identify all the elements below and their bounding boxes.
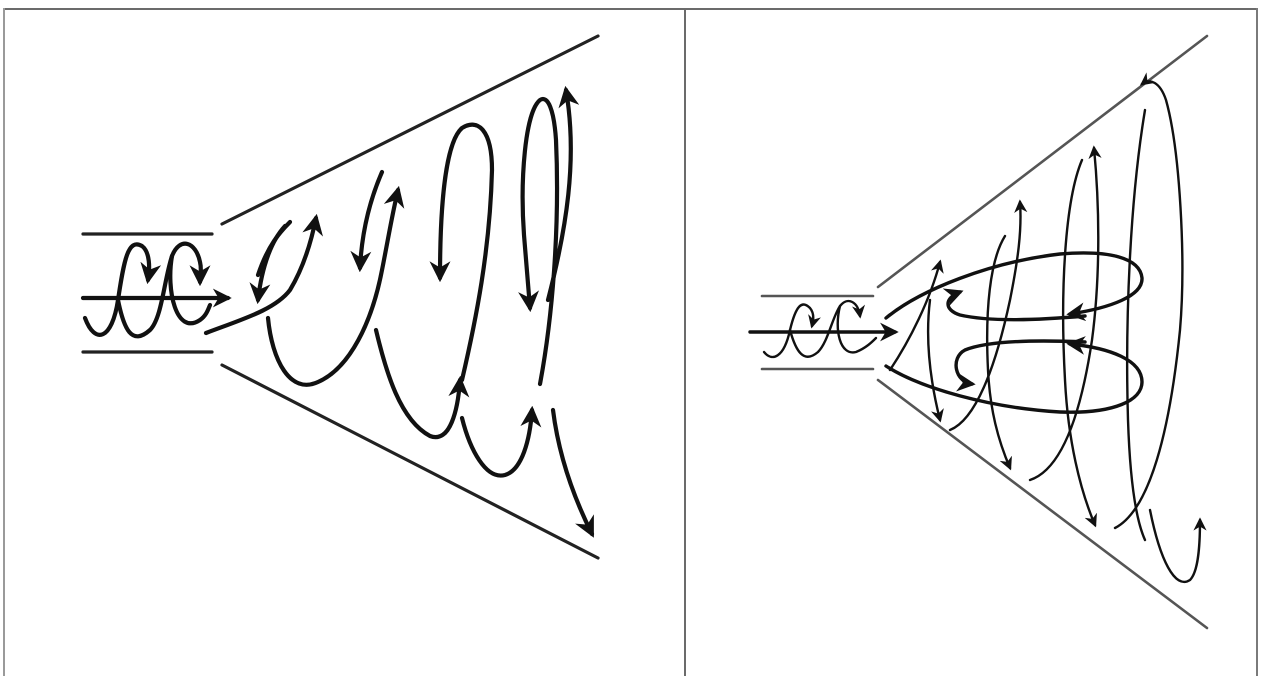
- swirl-1-back: [258, 222, 290, 275]
- inlet-helix-2: [790, 301, 860, 357]
- frame-right-border: [1256, 8, 1258, 676]
- swirl-3-up: [376, 330, 460, 437]
- swirl-final-down: [553, 410, 592, 534]
- diffuser-upper-wall: [222, 36, 598, 224]
- right-panel-diagram: [686, 10, 1256, 674]
- inlet-helix-1: [85, 244, 149, 334]
- swirl-3-loop: [440, 125, 492, 380]
- swirl-1-up: [890, 262, 940, 370]
- swirl-2-down: [360, 172, 382, 268]
- diffuser-lower-wall: [878, 380, 1207, 628]
- inlet-helix-3: [170, 256, 210, 323]
- swirl-4-up: [1115, 81, 1182, 528]
- swirl-2-down: [987, 236, 1010, 468]
- swirl-2-up: [268, 190, 398, 385]
- swirl-4-back: [1127, 110, 1145, 540]
- diffuser-upper-wall: [878, 36, 1207, 287]
- swirl-4-up: [462, 410, 532, 476]
- lower-vortex-loop: [886, 344, 1142, 412]
- inlet-helix-3: [838, 306, 876, 352]
- exit-swirl-arrow: [1150, 510, 1200, 582]
- swirl-4-loop: [523, 99, 557, 384]
- diffuser-lower-wall: [222, 365, 598, 558]
- left-panel-diagram: [5, 10, 684, 674]
- swirl-4-up-right: [548, 90, 571, 300]
- swirl-1-down: [928, 300, 940, 420]
